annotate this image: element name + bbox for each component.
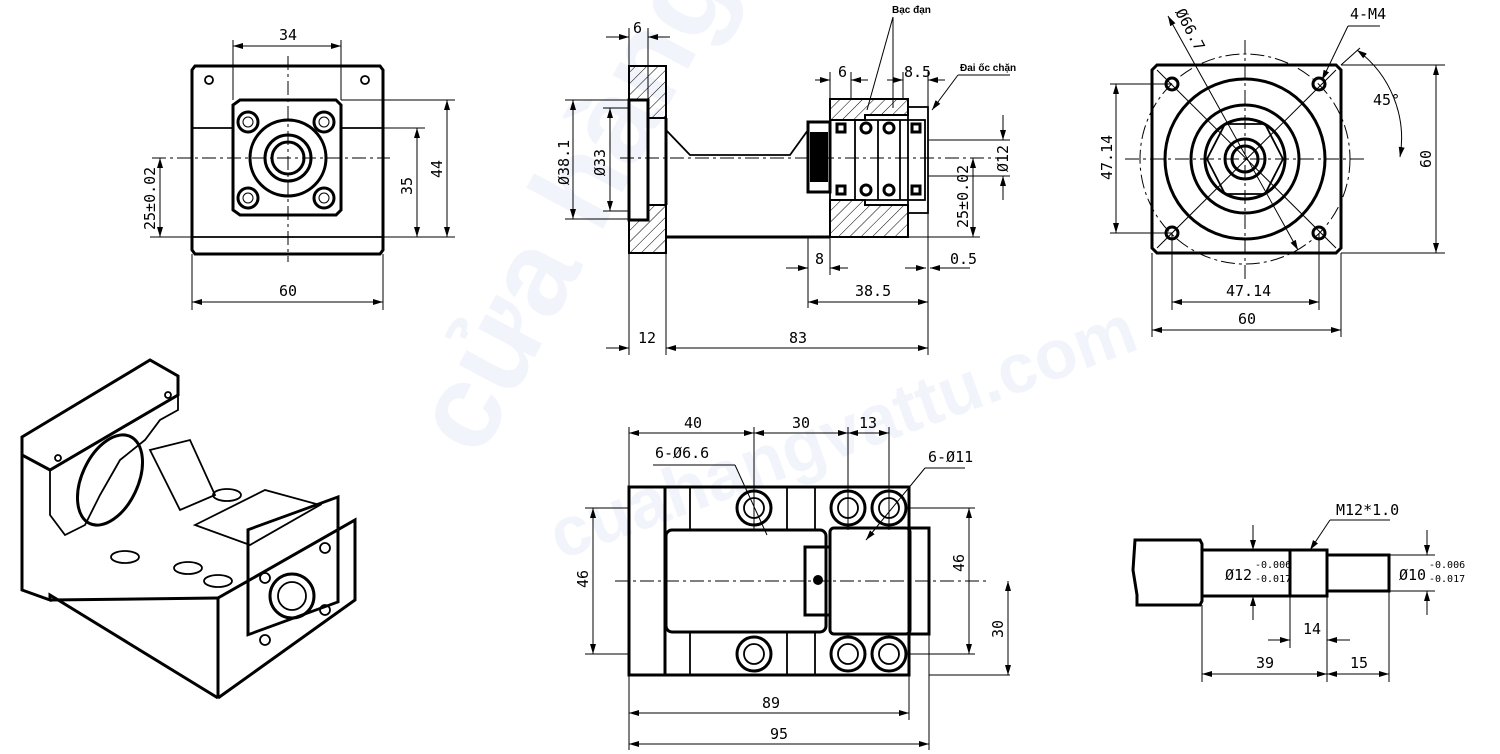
dim-25: 25±0.02 (141, 167, 159, 230)
shaft-detail-view: M12*1.0 Ø12 -0.006 -0.017 Ø10 -0.006 -0.… (1131, 501, 1465, 682)
dim-6-flange: 6 (633, 19, 642, 37)
dim-14: 14 (1303, 620, 1321, 638)
dim-60-end-w: 60 (1238, 310, 1256, 328)
label-bearing: Bạc đạn (892, 5, 931, 16)
dim-6-d11: 6-Ø11 (928, 448, 973, 466)
dim-83: 83 (789, 329, 807, 347)
isometric-view (20, 358, 357, 700)
dim-4-m4: 4-M4 (1350, 5, 1386, 23)
dim-60: 60 (279, 282, 297, 300)
dim-12: 12 (638, 329, 656, 347)
dim-8-5: 8.5 (904, 63, 931, 81)
label-lock-nut: Đai ốc chặn (960, 62, 1016, 74)
top-view: 40 30 13 6-Ø6.6 6-Ø11 46 46 30 89 95 (574, 414, 1011, 750)
dim-6-bearing: 6 (838, 63, 847, 81)
tol-d12-upper: -0.006 (1255, 560, 1291, 571)
dim-d38: Ø38.1 (555, 140, 573, 185)
dim-6-d6-6: 6-Ø6.6 (655, 444, 709, 462)
dim-45-deg: 45° (1373, 91, 1400, 109)
dim-0-5: 0.5 (950, 250, 977, 268)
section-view: Bạc đạn Đai ốc chặn 6 Ø38.1 Ø33 6 8.5 (555, 5, 1016, 355)
dim-d10-shaft: Ø10 (1399, 566, 1426, 584)
dim-d12-shaft: Ø12 (1225, 566, 1252, 584)
dim-35: 35 (398, 177, 416, 195)
dim-d33: Ø33 (591, 149, 609, 176)
dim-d12: Ø12 (994, 145, 1012, 172)
dim-30-right: 30 (989, 620, 1007, 638)
tol-d12-lower: -0.017 (1255, 574, 1291, 585)
dim-13: 13 (859, 414, 877, 432)
dim-30-top: 30 (792, 414, 810, 432)
dim-46-left: 46 (574, 570, 592, 588)
tol-d10-lower: -0.017 (1429, 574, 1465, 585)
dim-34: 34 (279, 26, 297, 44)
front-view: 34 60 25±0.02 35 44 (141, 26, 455, 310)
dim-8: 8 (815, 250, 824, 268)
dim-m12: M12*1.0 (1336, 501, 1399, 519)
dim-40: 40 (684, 414, 702, 432)
end-view: Ø66.7 4-M4 45° 60 47.14 47.14 60 (1098, 5, 1445, 337)
dim-95: 95 (770, 725, 788, 743)
dim-60-end-h: 60 (1417, 150, 1435, 168)
dim-47-14-h: 47.14 (1226, 282, 1271, 300)
dim-47-14-v: 47.14 (1098, 135, 1116, 180)
dim-46-right: 46 (950, 554, 968, 572)
dim-89: 89 (762, 694, 780, 712)
dim-39: 39 (1256, 654, 1274, 672)
dim-15: 15 (1350, 654, 1368, 672)
tol-d10-upper: -0.006 (1429, 560, 1465, 571)
dim-44: 44 (428, 160, 446, 178)
dim-d66-7: Ø66.7 (1171, 5, 1208, 53)
dim-38-5: 38.5 (855, 282, 891, 300)
dim-25-section: 25±0.02 (954, 165, 972, 228)
